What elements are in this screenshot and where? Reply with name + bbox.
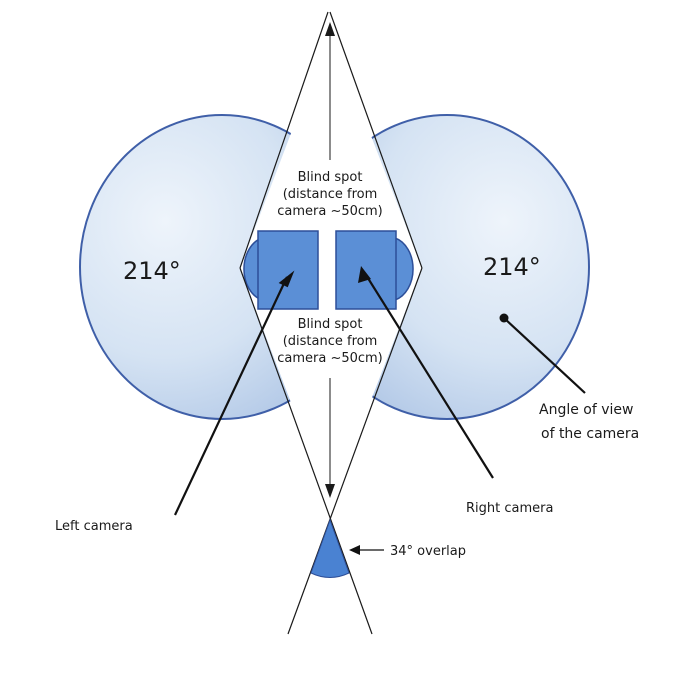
overlap-label: 34° overlap [390,544,466,559]
svg-text:camera ~50cm): camera ~50cm) [277,351,383,366]
svg-text:Angle of view: Angle of view [539,402,633,418]
svg-text:(distance from: (distance from [283,187,378,202]
right-lens [394,236,414,302]
blind-spot-arrows [325,22,335,498]
blind-spot-top-label: Blind spot (distance from camera ~50cm) [277,170,383,219]
svg-text:camera ~50cm): camera ~50cm) [277,204,383,219]
right-camera-body [335,230,397,310]
svg-text:Blind spot: Blind spot [298,317,363,332]
left-angle-label: 214° [123,257,181,285]
right-camera-label: Right camera [466,501,553,516]
svg-text:Blind spot: Blind spot [298,170,363,185]
svg-text:(distance from: (distance from [283,334,378,349]
pointer-lines [174,266,586,555]
blind-spot-bottom-label: Blind spot (distance from camera ~50cm) [277,317,383,366]
left-camera-body [257,230,319,310]
svg-text:of the camera: of the camera [541,426,639,442]
overlap-wedge [310,518,350,578]
angle-of-view-label: Angle of view of the camera [539,402,639,442]
right-angle-label: 214° [483,253,541,281]
left-camera-label: Left camera [55,519,133,534]
